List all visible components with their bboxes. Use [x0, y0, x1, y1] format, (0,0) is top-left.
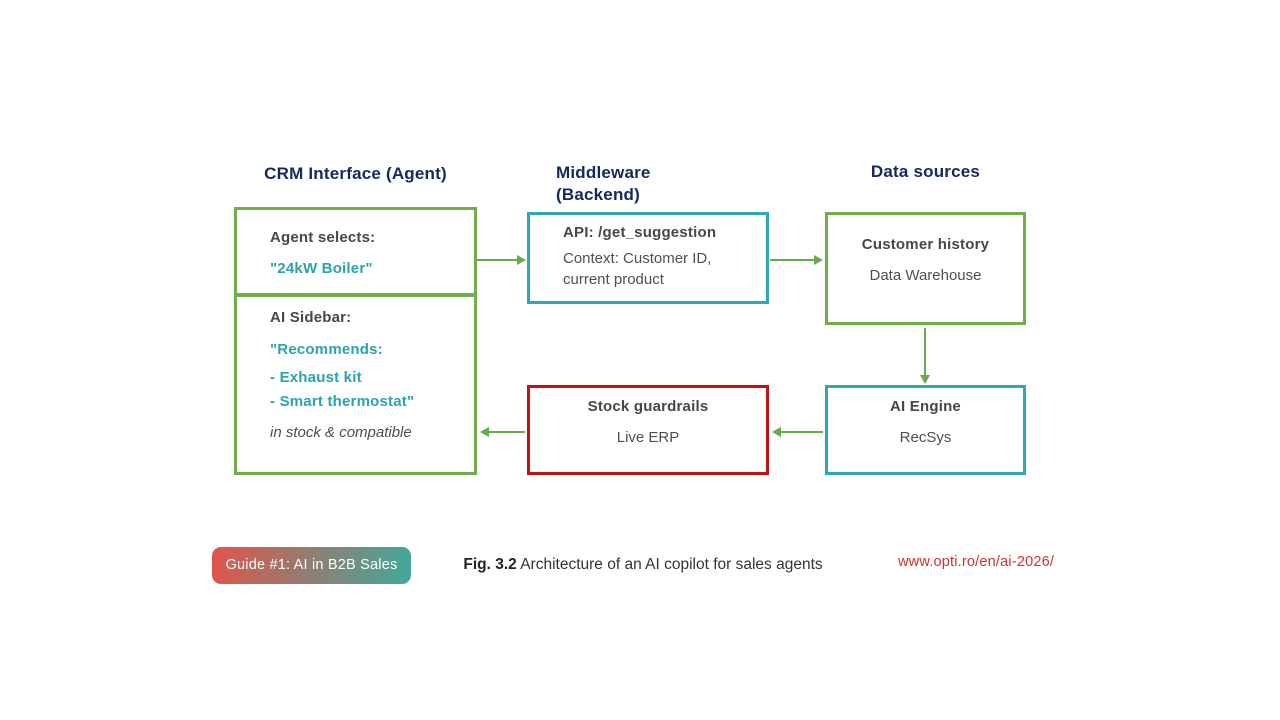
ai-engine-title: AI Engine — [890, 398, 961, 415]
box-customer-history: Customer history Data Warehouse — [825, 212, 1026, 325]
box-ai-sidebar: AI Sidebar: "Recommends: - Exhaust kit -… — [234, 294, 477, 475]
customer-history-title: Customer history — [861, 236, 990, 253]
figure-caption: Fig. 3.2 Architecture of an AI copilot f… — [453, 554, 833, 576]
arrow-ai-engine-to-stock-guardrails — [772, 427, 823, 437]
guide-badge: Guide #1: AI in B2B Sales — [212, 547, 411, 584]
box-ai-engine: AI Engine RecSys — [825, 385, 1026, 475]
ai-sidebar-item-smart-thermostat: - Smart thermostat" — [270, 393, 415, 410]
stock-guardrails-subtitle: Live ERP — [616, 429, 680, 446]
arrow-customer-history-to-ai-engine — [920, 328, 930, 384]
api-title: API: /get_suggestion — [563, 224, 717, 241]
arrow-agent-to-api — [477, 255, 526, 265]
arrow-stock-guardrails-to-ai-sidebar — [480, 427, 525, 437]
ai-engine-subtitle: RecSys — [899, 429, 952, 446]
column-header-crm-interface: CRM Interface (Agent) — [264, 164, 447, 183]
ai-sidebar-recommends: "Recommends: — [270, 341, 383, 358]
api-context-desc: Context: Customer ID, current product — [563, 250, 712, 288]
column-header-middleware: Middleware (Backend) — [556, 163, 651, 204]
ai-sidebar-item-exhaust-kit: - Exhaust kit — [270, 369, 362, 386]
agent-selects-value: "24kW Boiler" — [270, 260, 373, 277]
box-api-get-suggestion: API: /get_suggestion Context: Customer I… — [527, 212, 769, 304]
source-url-link[interactable]: www.opti.ro/en/ai-2026/ — [898, 554, 1055, 570]
figure-caption-text: Architecture of an AI copilot for sales … — [516, 556, 823, 573]
ai-sidebar-note: in stock & compatible — [270, 424, 412, 441]
box-agent-selects: Agent selects: "24kW Boiler" — [234, 207, 477, 296]
figure-caption-number: Fig. 3.2 — [463, 556, 517, 573]
stock-guardrails-title: Stock guardrails — [587, 398, 709, 415]
box-stock-guardrails: Stock guardrails Live ERP — [527, 385, 769, 475]
ai-sidebar-title: AI Sidebar: — [270, 309, 352, 326]
customer-history-subtitle: Data Warehouse — [869, 267, 982, 284]
agent-selects-title: Agent selects: — [270, 229, 376, 246]
arrow-api-to-customer-history — [770, 255, 823, 265]
column-header-data-sources: Data sources — [870, 162, 981, 181]
